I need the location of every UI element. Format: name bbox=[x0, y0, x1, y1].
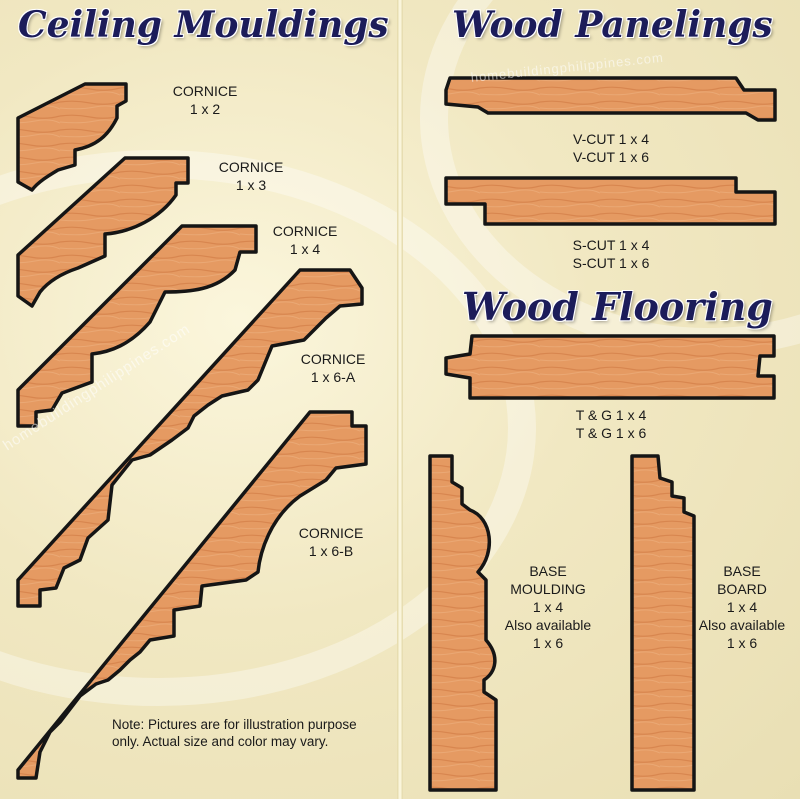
base-board-line1: BASE bbox=[723, 563, 761, 579]
cornice-1x4-label: CORNICE 1 x 4 bbox=[240, 222, 370, 258]
base-board-profile bbox=[630, 454, 696, 792]
cornice-size: 1 x 6-A bbox=[310, 369, 356, 385]
base-board-line5: 1 x 6 bbox=[726, 635, 758, 651]
cornice-1x6a-profile bbox=[16, 268, 364, 608]
cornice-1x6b-profile bbox=[16, 410, 368, 780]
ceiling-mouldings-title: Ceiling Mouldings bbox=[18, 4, 389, 46]
cornice-size: 1 x 4 bbox=[289, 241, 321, 257]
cornice-name: CORNICE bbox=[300, 351, 366, 367]
base-moulding-line4: Also available bbox=[504, 617, 592, 633]
wood-panelings-title: Wood Panelings bbox=[452, 4, 773, 46]
v-cut-size-1: V-CUT 1 x 4 bbox=[573, 131, 649, 147]
base-board-label: BASE BOARD 1 x 4 Also available 1 x 6 bbox=[684, 562, 800, 652]
base-board-line2: BOARD bbox=[717, 581, 767, 597]
cornice-size: 1 x 6-B bbox=[308, 543, 354, 559]
cornice-size: 1 x 3 bbox=[235, 177, 267, 193]
s-cut-label: S-CUT 1 x 4 S-CUT 1 x 6 bbox=[546, 236, 676, 272]
base-moulding-line1: BASE bbox=[529, 563, 567, 579]
base-moulding-profile bbox=[428, 454, 498, 792]
cornice-1x6a-label: CORNICE 1 x 6-A bbox=[268, 350, 398, 386]
s-cut-size-1: S-CUT 1 x 4 bbox=[572, 237, 650, 253]
base-moulding-line3: 1 x 4 bbox=[532, 599, 564, 615]
v-cut-label: V-CUT 1 x 4 V-CUT 1 x 6 bbox=[546, 130, 676, 166]
cornice-name: CORNICE bbox=[298, 525, 364, 541]
base-moulding-line5: 1 x 6 bbox=[532, 635, 564, 651]
tg-size-2: T & G 1 x 6 bbox=[575, 425, 647, 441]
wood-flooring-title: Wood Flooring bbox=[462, 284, 773, 329]
base-moulding-line2: MOULDING bbox=[510, 581, 586, 597]
s-cut-panel-profile bbox=[444, 176, 777, 226]
page-fold bbox=[397, 0, 403, 799]
cornice-size: 1 x 2 bbox=[189, 101, 221, 117]
cornice-name: CORNICE bbox=[272, 223, 338, 239]
cornice-1x2-label: CORNICE 1 x 2 bbox=[140, 82, 270, 118]
base-moulding-label: BASE MOULDING 1 x 4 Also available 1 x 6 bbox=[488, 562, 608, 652]
base-board-line3: 1 x 4 bbox=[726, 599, 758, 615]
cornice-name: CORNICE bbox=[172, 83, 238, 99]
cornice-1x3-profile bbox=[16, 156, 190, 308]
cornice-1x6b-label: CORNICE 1 x 6-B bbox=[266, 524, 396, 560]
tg-size-1: T & G 1 x 4 bbox=[575, 407, 647, 423]
cornice-name: CORNICE bbox=[218, 159, 284, 175]
disclaimer-note: Note: Pictures are for illustration purp… bbox=[112, 717, 357, 749]
cornice-1x2-profile bbox=[16, 82, 128, 192]
tongue-groove-label: T & G 1 x 4 T & G 1 x 6 bbox=[546, 406, 676, 442]
v-cut-size-2: V-CUT 1 x 6 bbox=[573, 149, 649, 165]
cornice-1x3-label: CORNICE 1 x 3 bbox=[186, 158, 316, 194]
tongue-groove-profile bbox=[444, 334, 776, 400]
cornice-1x4-profile bbox=[16, 224, 258, 428]
base-board-line4: Also available bbox=[698, 617, 786, 633]
v-cut-panel-profile bbox=[444, 76, 777, 122]
s-cut-size-2: S-CUT 1 x 6 bbox=[572, 255, 650, 271]
